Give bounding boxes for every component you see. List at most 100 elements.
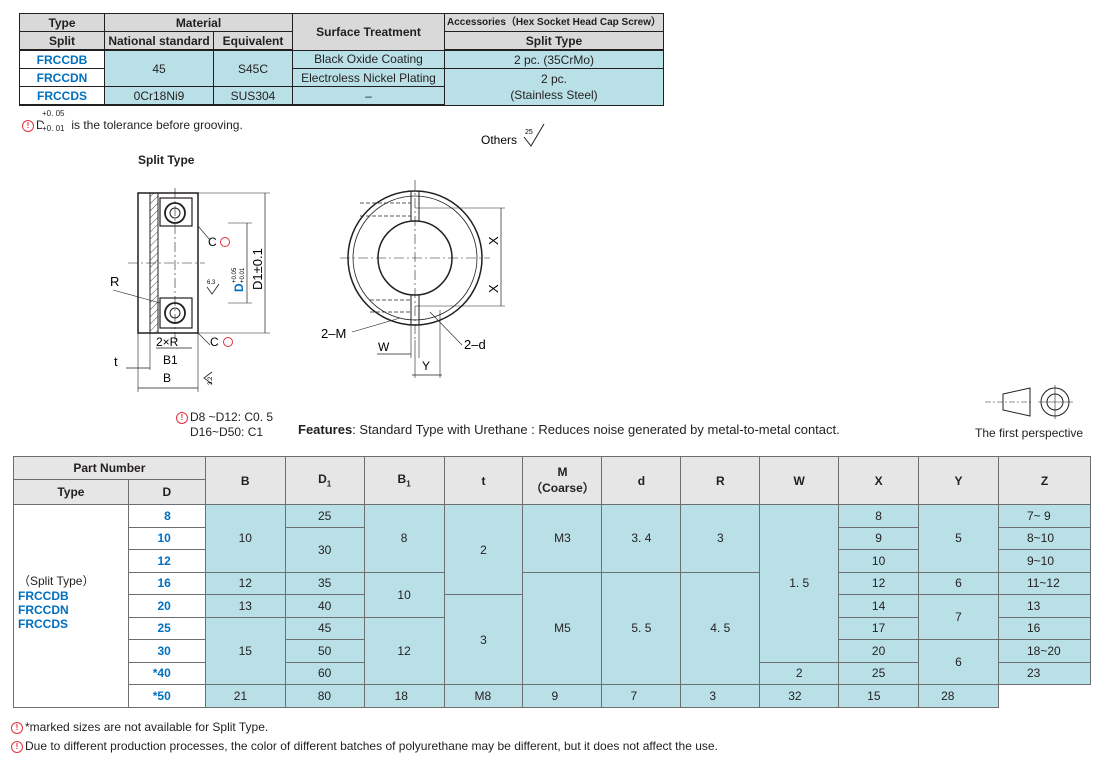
label-X-bottom: X bbox=[486, 284, 501, 293]
side-view bbox=[112, 188, 270, 392]
cell-M: M3 bbox=[522, 504, 603, 573]
roughness-32: 3.2 bbox=[208, 376, 214, 385]
cell-W: 3 bbox=[680, 684, 761, 708]
features-label: Features bbox=[298, 422, 353, 437]
front-view bbox=[340, 180, 505, 378]
type-frccdn: FRCCDN bbox=[18, 603, 69, 618]
cell-D: 10 bbox=[127, 526, 206, 550]
table-row: 25 15 45 12 17 16 bbox=[14, 616, 1092, 685]
cell-Z: 7~ 9 bbox=[997, 504, 1092, 528]
warning-icon: ! bbox=[176, 411, 188, 424]
mat-acc-35crmo: 2 pc. (35CrMo) bbox=[444, 49, 664, 69]
cell-Y: 5 bbox=[918, 504, 999, 573]
label-D: D bbox=[232, 283, 246, 292]
mat-header-split-type: Split Type bbox=[444, 31, 664, 51]
cell-M: M5 bbox=[522, 571, 603, 685]
features-text: : Standard Type with Urethane : Reduces … bbox=[352, 422, 840, 437]
cell-Z: 16 bbox=[997, 616, 1092, 640]
warning-icon bbox=[220, 237, 230, 247]
cell-D1: 50 bbox=[284, 639, 365, 663]
tolerance-sup: +0. 05 bbox=[42, 109, 65, 118]
header-D: D bbox=[127, 479, 206, 505]
header-X: X bbox=[838, 456, 920, 505]
mat-surface-black-oxide: Black Oxide Coating bbox=[292, 49, 445, 69]
cell-Z: 11~12 bbox=[997, 571, 1092, 595]
label-D1: D1±0.1 bbox=[250, 248, 265, 290]
cell-Y: 6 bbox=[918, 639, 999, 685]
header-M-text: M bbox=[557, 465, 568, 479]
cell-D1: 35 bbox=[284, 571, 365, 595]
cell-B1: 12 bbox=[363, 616, 445, 685]
cell-X: 20 bbox=[838, 639, 920, 663]
mat-header-equivalent: Equivalent bbox=[213, 31, 293, 51]
header-Z: Z bbox=[997, 456, 1092, 505]
cell-D: 16 bbox=[127, 571, 206, 595]
cell-W: 2 bbox=[759, 661, 840, 685]
cell-R: 7 bbox=[601, 684, 682, 708]
cell-D1: 80 bbox=[284, 684, 365, 708]
label-D-tol-top: +0.05 bbox=[232, 267, 238, 283]
cell-Z: 8~10 bbox=[997, 526, 1092, 550]
roughness-symbol-icon bbox=[523, 123, 545, 147]
mat-acc-stainless-b: (Stainless Steel) bbox=[510, 87, 598, 102]
cell-Z: 23 bbox=[997, 661, 1092, 685]
cell-M: M8 bbox=[443, 684, 524, 708]
footnote-1: *marked sizes are not available for Spli… bbox=[25, 720, 269, 734]
cell-B: 10 bbox=[204, 504, 286, 573]
cell-D: 25 bbox=[127, 616, 206, 640]
chamfer-notes: !D8 ~D12: C0. 5 D16~D50: C1 bbox=[176, 410, 273, 440]
cell-D1: 40 bbox=[284, 594, 365, 618]
label-X-top: X bbox=[486, 236, 501, 245]
cell-D: *40 bbox=[127, 661, 206, 685]
cell-D1: 25 bbox=[284, 504, 365, 528]
table-row: 10 30 9 8~10 bbox=[14, 526, 1092, 573]
others-label: Others bbox=[481, 133, 517, 147]
cell-D1: 45 bbox=[284, 616, 365, 640]
table-row: 12 10 9~10 bbox=[14, 549, 1092, 573]
label-W: W bbox=[378, 340, 390, 354]
label-R: R bbox=[110, 274, 119, 289]
cell-d: 9 bbox=[522, 684, 603, 708]
tolerance-note: +0. 05 ! D is the tolerance before groov… bbox=[22, 109, 322, 133]
header-type: Type bbox=[13, 479, 129, 505]
label-B1: B1 bbox=[163, 353, 178, 367]
label-2d: 2–d bbox=[464, 337, 486, 352]
label-2M: 2–M bbox=[321, 326, 346, 341]
cell-B1: 10 bbox=[363, 571, 445, 618]
cell-W: 1. 5 bbox=[759, 504, 840, 663]
cell-X: 12 bbox=[838, 571, 920, 595]
chamfer-note-2: D16~D50: C1 bbox=[190, 425, 264, 439]
cell-X: 8 bbox=[838, 504, 920, 528]
header-d: d bbox=[601, 456, 682, 505]
mat-header-accessories: Accessories（Hex Socket Head Cap Screw） bbox=[444, 13, 664, 32]
dimension-table: Part Number B D1 B1 t M（Coarse） d R W X … bbox=[13, 456, 1092, 708]
cell-X: 32 bbox=[759, 684, 840, 708]
warning-icon bbox=[223, 337, 233, 347]
table-row: 16 12 35 10 M5 5. 5 4. 5 12 6 11~12 bbox=[14, 571, 1092, 685]
technical-drawing: Others 25 R t 2×R bbox=[110, 123, 1073, 419]
cell-B1: 8 bbox=[363, 504, 445, 573]
mat-surface-none: – bbox=[292, 86, 445, 106]
cell-Z: 28 bbox=[918, 684, 999, 708]
cell-d: 5. 5 bbox=[601, 571, 682, 685]
mat-acc-stainless: 2 pc. (Stainless Steel) bbox=[444, 68, 664, 106]
cell-D: 30 bbox=[127, 639, 206, 663]
cell-X: 9 bbox=[838, 526, 920, 550]
cell-B: 12 bbox=[204, 571, 286, 595]
table-row: 20 13 40 3 14 7 13 bbox=[14, 594, 1092, 685]
cell-D: 8 bbox=[127, 504, 206, 528]
type-label: （Split Type） bbox=[18, 574, 95, 589]
warning-icon: ! bbox=[11, 721, 23, 734]
header-D1: D1 bbox=[284, 456, 365, 505]
cell-Y: 15 bbox=[838, 684, 920, 708]
cell-D: 20 bbox=[127, 594, 206, 618]
cell-t: 2 bbox=[443, 504, 524, 595]
cell-Y: 7 bbox=[918, 594, 999, 640]
roughness-63: 6.3 bbox=[207, 280, 216, 286]
roughness-symbol-icon bbox=[203, 371, 213, 385]
tolerance-sub: +0. 01 bbox=[42, 124, 65, 133]
first-perspective-icon bbox=[985, 385, 1073, 419]
table-row: *40 60 2 25 23 bbox=[14, 661, 1092, 685]
cell-B: 15 bbox=[204, 616, 286, 685]
label-D-tol-bot: +0.01 bbox=[240, 267, 246, 283]
